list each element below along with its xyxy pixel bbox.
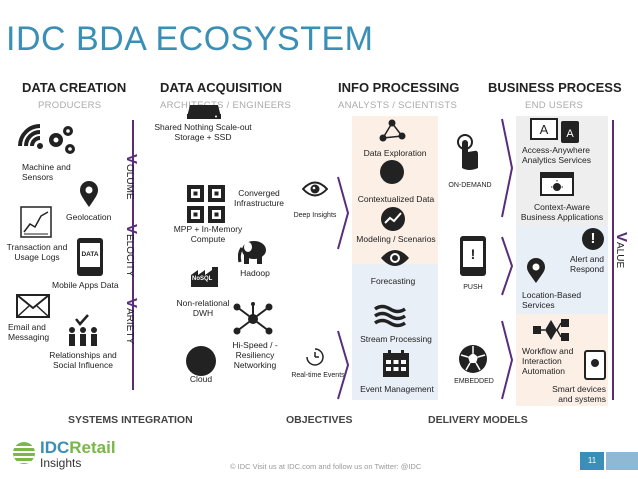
data-exploration-label: Data Exploration <box>363 148 427 158</box>
touch-hand-icon <box>456 134 482 172</box>
page-number: 11 <box>580 452 604 470</box>
delivery-models-label: DELIVERY MODELS <box>428 414 528 426</box>
velocity-label: VELOCITY <box>123 224 140 277</box>
contextualized-globe-icon <box>380 160 404 184</box>
email-messaging-label: Email and Messaging <box>8 322 50 342</box>
mobile-apps-label: Mobile Apps Data <box>52 280 119 290</box>
embedded-ball-icon <box>458 344 488 374</box>
forecasting-label: Forecasting <box>370 276 416 286</box>
nosql-factory-icon: NoSQL <box>190 266 220 288</box>
transaction-logs-label: Transaction and Usage Logs <box>6 242 68 262</box>
geolocation-pin-icon <box>78 180 100 208</box>
geolocation-label: Geolocation <box>66 212 112 222</box>
volume-label: VOLUME <box>123 154 140 200</box>
line-chart-icon <box>20 206 52 238</box>
col-sub-producers: PRODUCERS <box>38 100 102 111</box>
realtime-clock-icon <box>306 348 324 366</box>
delivery-arrow-mid <box>500 236 514 296</box>
push-phone-icon: ! <box>460 236 486 276</box>
logo-accent: Retail <box>69 438 116 457</box>
deep-insights-label: Deep Insights <box>293 212 337 219</box>
logo-sub: Insights <box>40 456 82 470</box>
eye-icon <box>302 180 328 198</box>
hadoop-elephant-icon <box>238 238 270 266</box>
col-heading-info-processing: INFO PROCESSING <box>338 80 460 95</box>
page-title: IDC BDA ECOSYSTEM <box>6 20 374 58</box>
col-sub-end-users: END USERS <box>525 100 584 111</box>
processor-grid-icon <box>186 184 226 224</box>
storage-drive-icon <box>186 104 222 120</box>
machine-sensors-label: Machine and Sensors <box>22 162 71 182</box>
col-heading-data-acquisition: DATA ACQUISITION <box>160 80 283 95</box>
analytics-screens-icon: A A <box>530 118 582 144</box>
mobile-phone-icon: DATA <box>77 238 103 276</box>
delivery-arrow-top <box>500 118 514 218</box>
logo-text: IDCRetail <box>40 438 116 458</box>
col-sub-analysts: ANALYSTS / SCIENTISTS <box>338 100 458 111</box>
col-sub-architects: ARCHITECTS / ENGINEERS <box>160 100 292 111</box>
objectives-label: OBJECTIVES <box>286 414 353 426</box>
mobile-data-text: DATA <box>80 243 100 267</box>
svg-text:A: A <box>540 122 549 137</box>
smart-devices-label: Smart devices and systems <box>552 384 606 404</box>
delivery-arrow-bottom <box>500 320 514 400</box>
contextualized-data-label: Contextualized Data <box>357 194 435 204</box>
processing-panel-top <box>352 116 438 264</box>
nonrel-dwh-label: Non-relational DWH <box>176 298 230 318</box>
svg-text:A: A <box>566 128 574 140</box>
footer-note: © IDC Visit us at IDC.com and follow us … <box>230 462 422 471</box>
stream-waves-icon <box>374 304 406 328</box>
context-aware-label: Context-Aware Business Applications <box>520 202 604 222</box>
network-nodes-icon <box>232 302 274 336</box>
location-based-label: Location-Based Services <box>522 290 582 310</box>
objectives-arrow-bottom <box>336 330 350 400</box>
people-check-icon <box>66 314 100 348</box>
variety-label: VARIETY <box>123 298 140 345</box>
col-heading-business-process: BUSINESS PROCESS <box>488 80 622 95</box>
nosql-text: NoSQL <box>192 276 213 282</box>
exploration-node-icon <box>378 118 406 144</box>
event-management-label: Event Management <box>360 384 434 394</box>
idc-globe-logo-icon <box>12 438 36 468</box>
hispeed-label: Hi-Speed / - Resiliency Networking <box>232 340 278 370</box>
objectives-arrow-top <box>336 176 350 250</box>
smart-device-icon <box>584 350 606 380</box>
access-anywhere-label: Access-Anywhere Analytics Services <box>522 145 591 165</box>
forecasting-eye-icon <box>380 248 410 268</box>
page-number-tab <box>606 452 638 470</box>
cloud-globe-icon <box>186 346 216 376</box>
context-aware-window-icon <box>540 172 574 196</box>
stream-processing-label: Stream Processing <box>360 334 432 344</box>
creation-bracket <box>126 120 134 390</box>
location-pin-icon <box>526 258 546 284</box>
value-label: VALUE <box>613 232 630 269</box>
alert-icon: ! <box>582 228 604 250</box>
embedded-label: EMBEDDED <box>454 378 494 385</box>
converged-label: Converged Infrastructure <box>233 188 285 208</box>
relationships-label: Relationships and Social Influence <box>49 350 117 370</box>
mpp-label: MPP + In-Memory Compute <box>173 224 243 244</box>
workflow-icon <box>532 318 570 342</box>
on-demand-label: ON-DEMAND <box>448 182 492 189</box>
push-label: PUSH <box>463 284 483 291</box>
hadoop-label: Hadoop <box>240 268 270 278</box>
modeling-chart-icon <box>380 206 406 232</box>
value-bracket <box>606 120 614 400</box>
calendar-icon <box>382 350 410 378</box>
envelope-icon <box>16 294 50 318</box>
wireless-gears-icon <box>14 118 80 160</box>
col-heading-data-creation: DATA CREATION <box>22 80 127 95</box>
cloud-label: Cloud <box>189 374 213 384</box>
modeling-label: Modeling / Scenarios <box>356 234 436 244</box>
alert-respond-label: Alert and Respond <box>569 254 604 274</box>
realtime-events-label: Real-time Events <box>291 372 345 379</box>
shared-storage-label: Shared Nothing Scale-out Storage + SSD <box>154 122 252 142</box>
workflow-label: Workflow and Interaction Automation <box>522 346 574 376</box>
processing-panel-bottom <box>352 264 438 400</box>
systems-integration-label: SYSTEMS INTEGRATION <box>68 414 193 426</box>
logo-main: IDC <box>40 438 70 457</box>
